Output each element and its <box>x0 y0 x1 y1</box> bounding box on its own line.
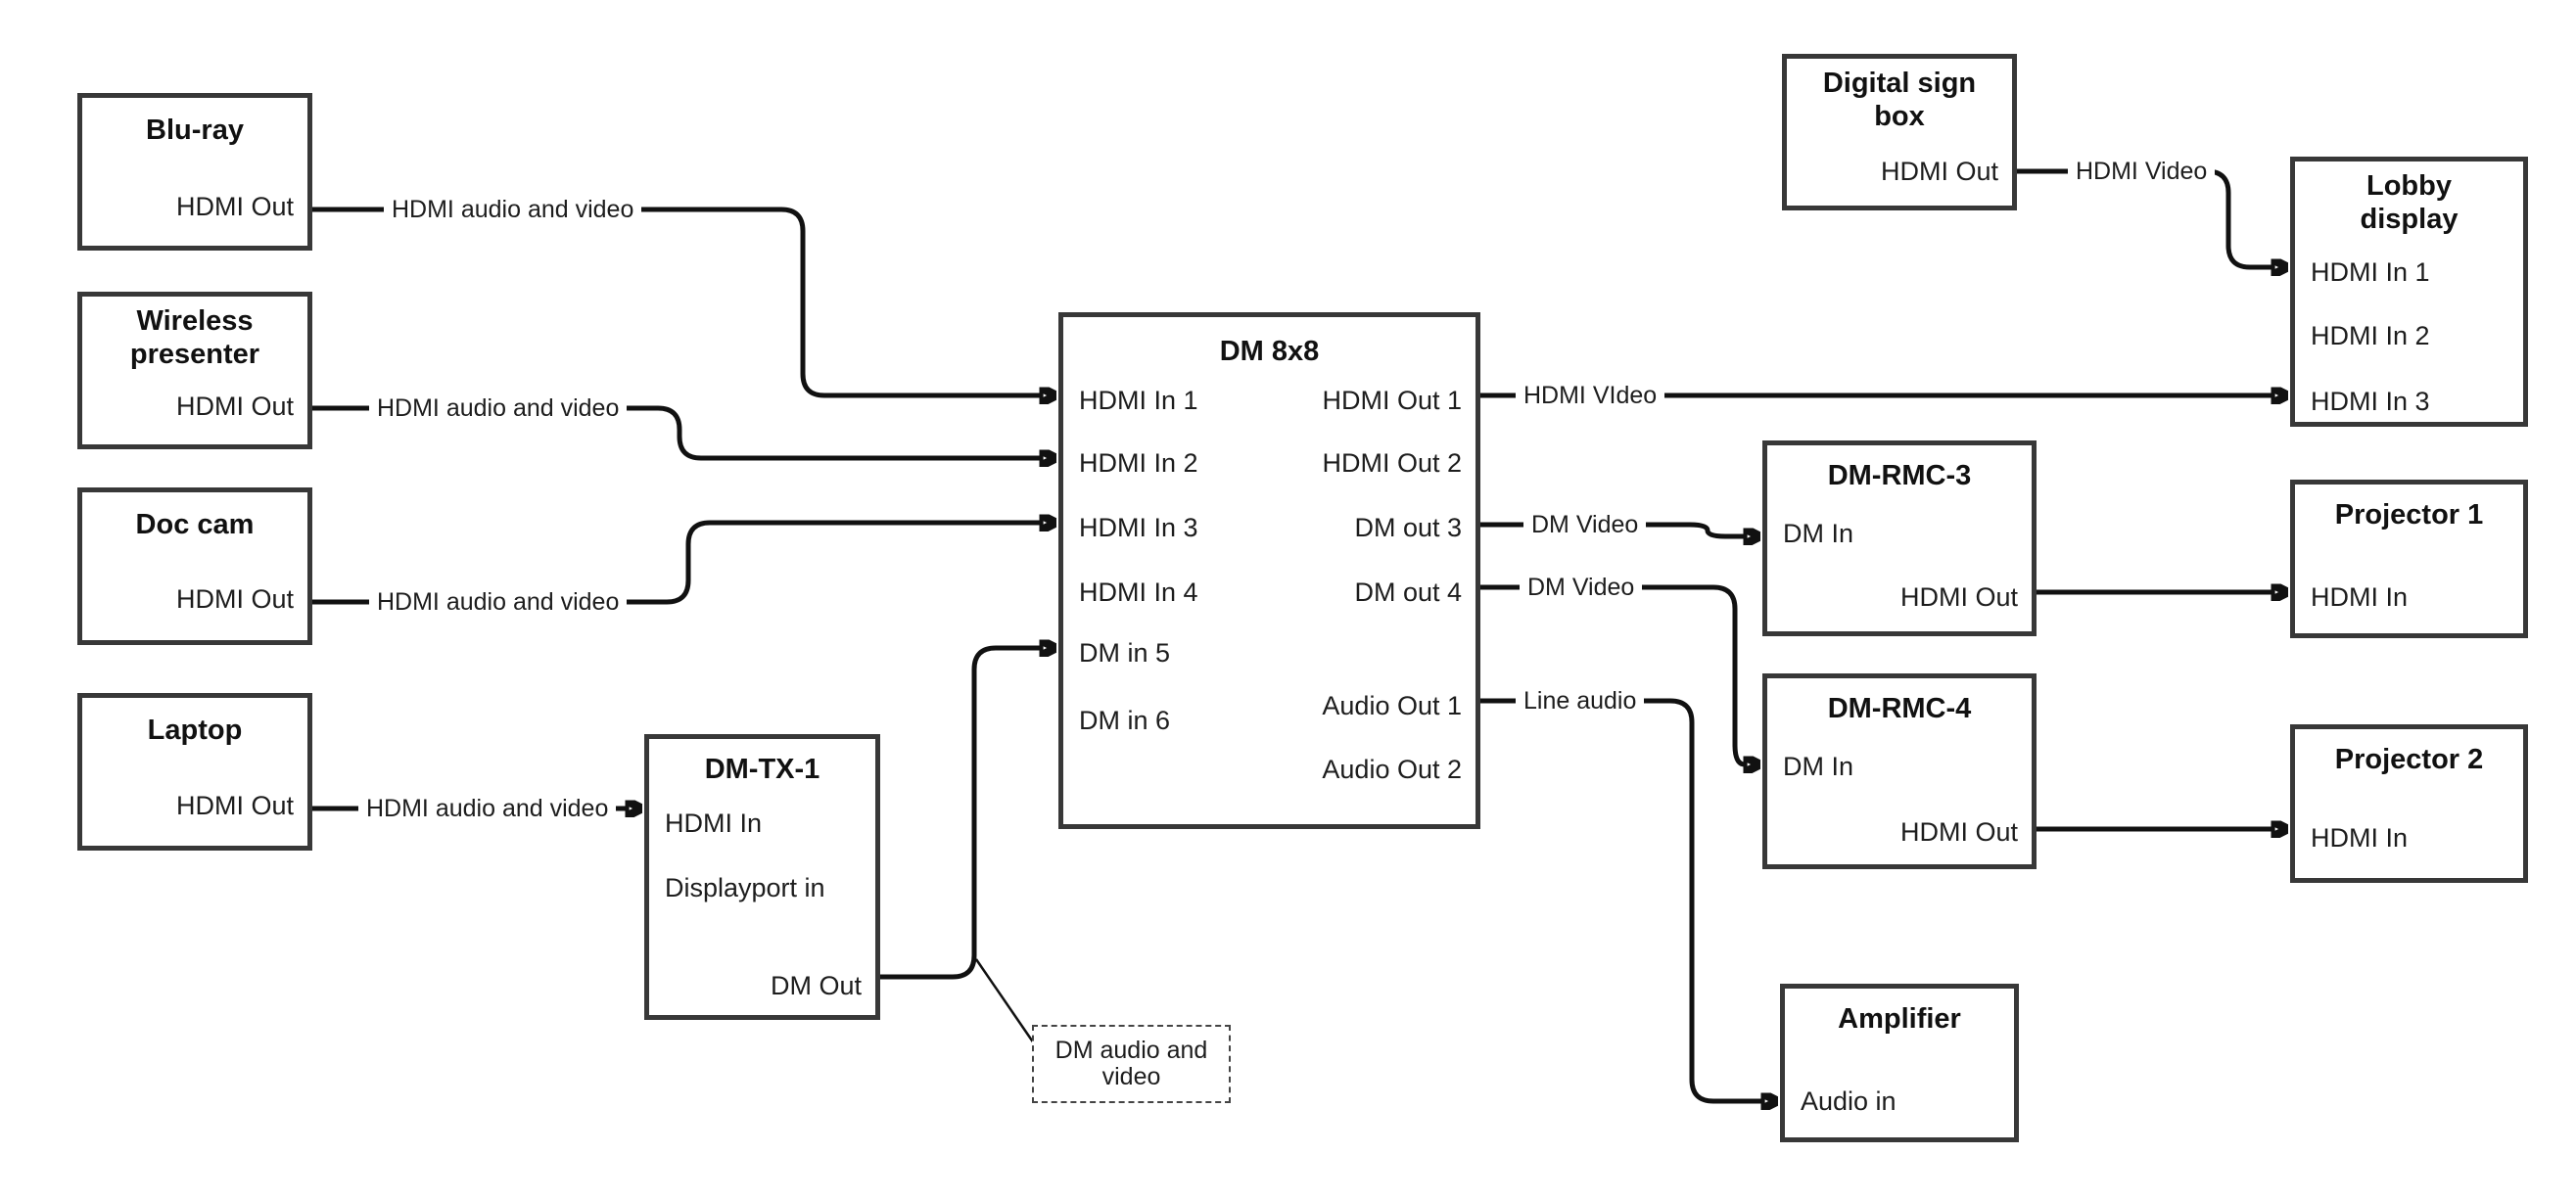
edge-label-dm-video-out4: DM Video <box>1520 572 1643 603</box>
edge-dm8x8-to-rmc3 <box>1480 522 1745 536</box>
node-title: DM 8x8 <box>1219 336 1320 367</box>
node-title: Digital sign box <box>1822 68 1977 132</box>
node-title: Projector 1 <box>2334 499 2484 531</box>
port-dm-out: DM Out <box>770 971 862 1000</box>
node-amplifier[interactable]: Amplifier Audio in <box>1780 984 2019 1142</box>
edge-dmtx1-to-dm8x8 <box>880 648 1041 980</box>
port-hdmi-in: HDMI In <box>2311 823 2409 853</box>
port-hdmi-in-3: HDMI In 3 <box>2311 387 2430 416</box>
node-title: DM-RMC-4 <box>1827 693 1972 724</box>
node-title: Lobby display <box>2360 170 2459 235</box>
annotation-callout-line <box>974 958 1036 1044</box>
port-hdmi-out: HDMI Out <box>175 392 294 421</box>
node-blu-ray[interactable]: Blu-ray HDMI Out <box>77 93 312 251</box>
port-hdmi-out: HDMI Out <box>1880 157 1998 186</box>
port-hdmi-out-2: HDMI Out 2 <box>1322 448 1462 478</box>
port-hdmi-out: HDMI Out <box>175 791 294 820</box>
port-audio-out-2: Audio Out 2 <box>1322 755 1462 784</box>
edge-label-dm-video-out3: DM Video <box>1523 509 1647 540</box>
port-hdmi-in-2: HDMI In 2 <box>2311 321 2430 350</box>
node-lobby-display[interactable]: Lobby display HDMI In 1 HDMI In 2 HDMI I… <box>2290 157 2528 427</box>
node-projector-2[interactable]: Projector 2 HDMI In <box>2290 724 2528 883</box>
node-title: Projector 2 <box>2334 744 2484 775</box>
edge-wireless-to-dm8x8 <box>312 405 1041 458</box>
port-hdmi-out-1: HDMI Out 1 <box>1322 386 1462 415</box>
node-dm-tx-1[interactable]: DM-TX-1 HDMI In Displayport in DM Out <box>644 734 880 1020</box>
port-hdmi-in-4: HDMI In 4 <box>1079 577 1198 607</box>
edge-dm8x8-to-amp <box>1480 698 1762 1101</box>
port-hdmi-in-2: HDMI In 2 <box>1079 448 1198 478</box>
node-title: DM-TX-1 <box>704 754 820 785</box>
edge-doccam-to-dm8x8 <box>312 523 1041 605</box>
port-hdmi-in: HDMI In <box>2311 582 2409 612</box>
edge-bluray-to-dm8x8 <box>312 207 1041 395</box>
port-hdmi-out: HDMI Out <box>175 192 294 221</box>
port-dm-out-3: DM out 3 <box>1354 513 1462 542</box>
edge-sign-to-lobby <box>2017 168 2272 267</box>
edge-label-bluray-hdmi-av: HDMI audio and video <box>384 194 642 225</box>
port-hdmi-in: HDMI In <box>665 808 763 838</box>
edge-label-hdmi-video-sign: HDMI Video <box>2068 156 2216 187</box>
node-projector-1[interactable]: Projector 1 HDMI In <box>2290 480 2528 638</box>
node-title: Doc cam <box>135 509 255 540</box>
node-digital-sign-box[interactable]: Digital sign box HDMI Out <box>1782 54 2017 210</box>
node-title: Blu-ray <box>146 115 244 146</box>
node-title: Amplifier <box>1838 1003 1961 1035</box>
port-hdmi-in-3: HDMI In 3 <box>1079 513 1198 542</box>
port-audio-in: Audio in <box>1801 1086 1897 1116</box>
port-displayport-in: Displayport in <box>665 873 825 902</box>
port-hdmi-out: HDMI Out <box>175 584 294 614</box>
port-hdmi-in-1: HDMI In 1 <box>1079 386 1198 415</box>
port-dm-in: DM In <box>1783 519 1854 548</box>
node-dm-rmc-4[interactable]: DM-RMC-4 DM In HDMI Out <box>1762 673 2037 869</box>
port-hdmi-out: HDMI Out <box>1899 817 2018 847</box>
node-laptop[interactable]: Laptop HDMI Out <box>77 693 312 851</box>
port-dm-in-6: DM in 6 <box>1079 706 1171 735</box>
edge-label-hdmi-video-out1: HDMI VIdeo <box>1516 380 1665 411</box>
port-dm-in: DM In <box>1783 752 1854 781</box>
port-audio-out-1: Audio Out 1 <box>1322 691 1462 720</box>
node-title: Laptop <box>147 715 243 746</box>
port-dm-in-5: DM in 5 <box>1079 638 1171 668</box>
node-dm-rmc-3[interactable]: DM-RMC-3 DM In HDMI Out <box>1762 440 2037 636</box>
node-title: DM-RMC-3 <box>1827 460 1972 491</box>
node-doc-cam[interactable]: Doc cam HDMI Out <box>77 487 312 645</box>
node-dm-8x8-switcher[interactable]: DM 8x8 HDMI In 1 HDMI In 2 HDMI In 3 HDM… <box>1058 312 1480 829</box>
edge-label-wireless-hdmi-av: HDMI audio and video <box>369 393 628 424</box>
annotation-text: DM audio and video <box>1054 1037 1208 1090</box>
port-hdmi-out: HDMI Out <box>1899 582 2018 612</box>
node-wireless-presenter[interactable]: Wireless presenter HDMI Out <box>77 292 312 449</box>
port-hdmi-in-1: HDMI In 1 <box>2311 257 2430 287</box>
edge-label-doccam-hdmi-av: HDMI audio and video <box>369 586 628 618</box>
edge-dm8x8-to-rmc4 <box>1480 584 1745 764</box>
edge-label-line-audio: Line audio <box>1516 685 1645 716</box>
annotation-dm-audio-video: DM audio and video <box>1032 1025 1231 1103</box>
node-title: Wireless presenter <box>129 305 260 370</box>
edge-label-laptop-hdmi-av: HDMI audio and video <box>358 793 617 824</box>
port-dm-out-4: DM out 4 <box>1354 577 1462 607</box>
